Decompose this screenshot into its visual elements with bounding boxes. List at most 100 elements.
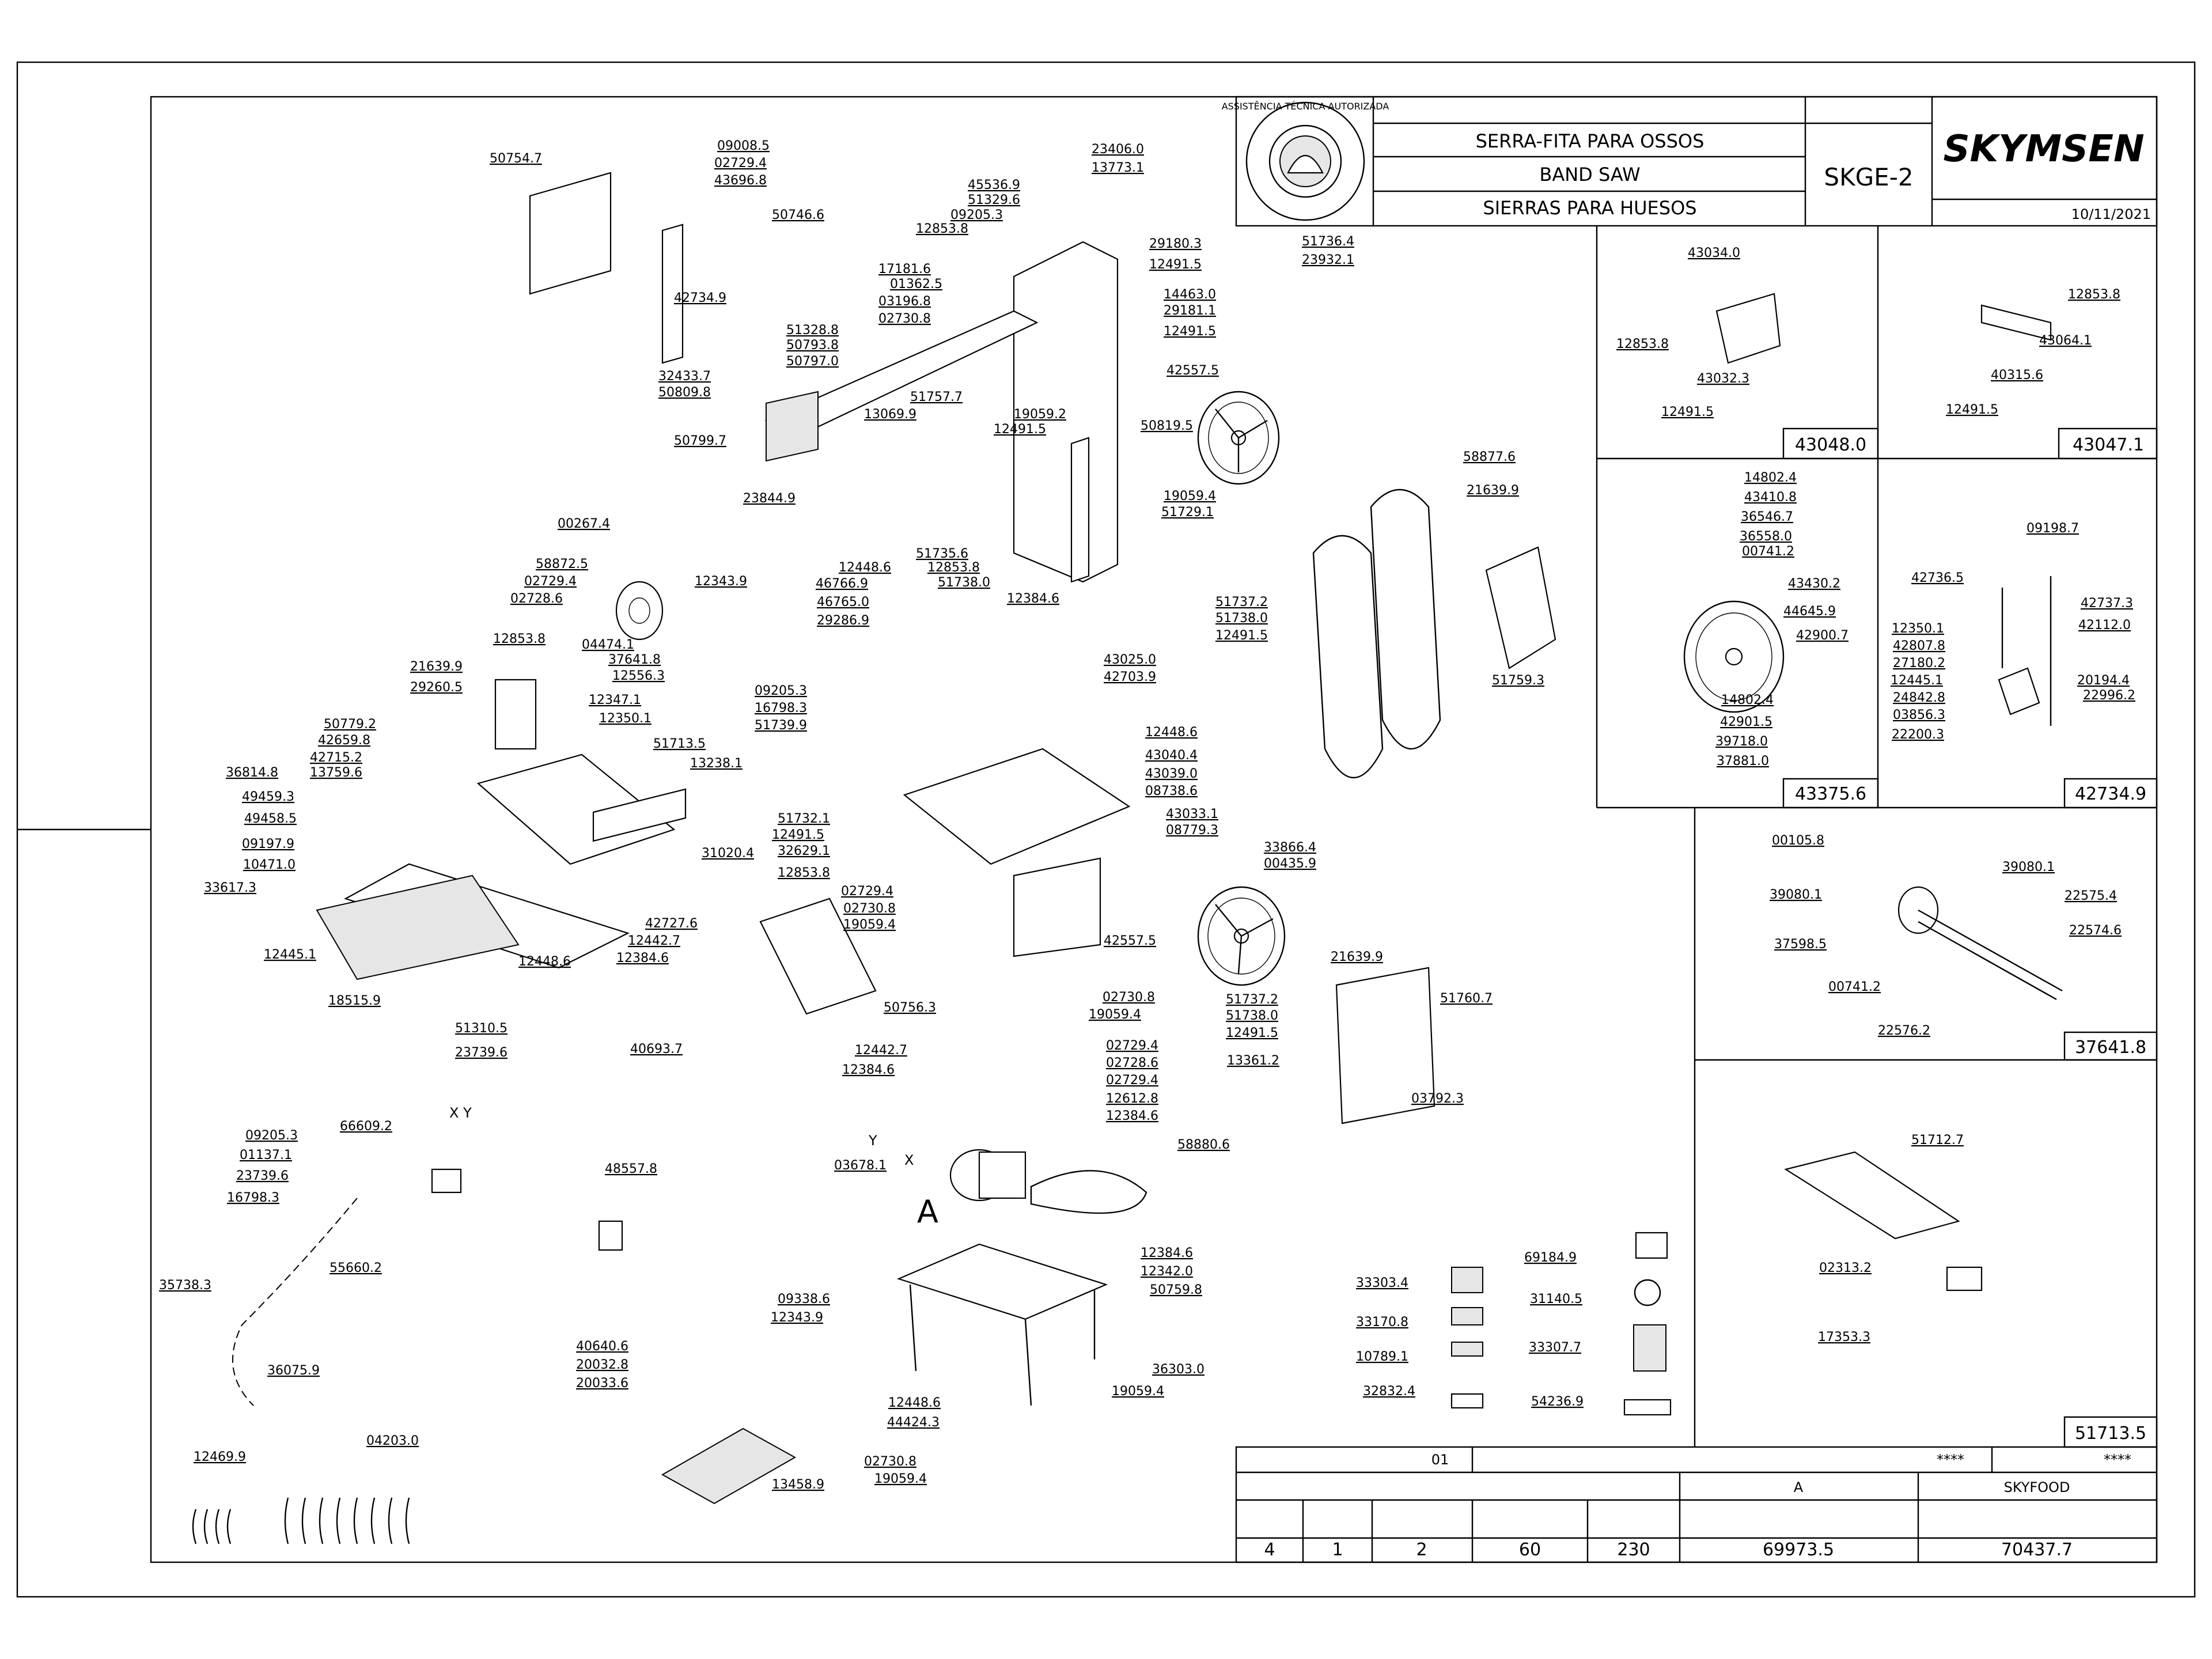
part-callout: 51738.0 [938,575,990,590]
part-callout: 33617.3 [204,881,256,895]
cover-51759 [1485,546,1556,669]
blade-1 [1312,535,1384,779]
title-pt: SERRA-FITA PARA OSSOS [1476,130,1705,152]
frame-column [1013,241,1119,583]
detail-part-callout: 24842.8 [1893,691,1945,705]
motor-assembly [949,1149,1027,1202]
part-callout: 43025.0 [1104,653,1156,667]
part-callout: 09008.5 [717,139,770,153]
part-callout: 51329.6 [968,193,1020,207]
part-callout: 12491.5 [1226,1026,1278,1040]
part-callout: 19059.4 [1164,489,1216,503]
part-callout: 36814.8 [226,766,278,780]
part-callout: 20032.8 [576,1358,628,1372]
part-callout: 42727.6 [645,916,698,931]
spec-cell-5: 230 [1617,1540,1650,1560]
part-callout: 02730.8 [864,1455,916,1469]
part-callout: 16798.3 [755,701,807,715]
part-callout: 54236.9 [1531,1395,1584,1409]
callout-layer: 50754.709008.502729.443696.850746.645536… [159,139,1584,1492]
part-callout: 12442.7 [628,934,680,948]
rev-mask-1: **** [1937,1452,1964,1468]
detail-51713-fence [1784,1151,1960,1240]
panel-50754 [529,172,612,295]
marker-xy: X Y [449,1105,472,1121]
part-callout: 12384.6 [1106,1109,1158,1123]
part-callout: 21639.9 [1331,950,1383,964]
part-callout: 45536.9 [968,178,1020,192]
part-callout: 51737.2 [1215,595,1268,609]
part-callout: 46765.0 [817,595,869,609]
part-callout: 19059.4 [1089,1007,1141,1022]
detail-part-callout: 12350.1 [1892,622,1944,636]
part-callout: 23932.1 [1302,253,1354,267]
detail-part-callout: 14802.4 [1744,471,1797,485]
part-callout: 12442.7 [855,1043,907,1058]
part-callout: 04203.0 [366,1434,419,1448]
marker-view-a: A [917,1194,938,1230]
part-callout: 50809.8 [658,385,711,400]
part-callout: 50759.8 [1150,1283,1202,1297]
detail-part-callout: 00105.8 [1772,834,1824,848]
marker-x: X [904,1152,914,1168]
part-callout: 12448.6 [888,1396,941,1410]
detail-part-callout: 43034.0 [1688,246,1740,260]
part-callout: 51310.5 [455,1021,507,1036]
drawing-border [150,96,2158,1563]
spec-cell-7: 70437.7 [2001,1540,2073,1560]
part-callout: 29180.3 [1149,237,1202,251]
title-en: BAND SAW [1539,164,1640,185]
part-callout: 50746.6 [772,208,824,222]
detail-part-callout: 22574.6 [2069,923,2122,938]
spec-cell-4: 60 [1519,1540,1541,1560]
part-callout: 20033.6 [576,1376,628,1391]
part-callout: 66609.2 [340,1119,392,1134]
part-callout: 08738.6 [1145,784,1198,798]
part-callout: 08779.3 [1166,823,1218,838]
detail-part-callout: 12853.8 [2068,287,2120,302]
detail-code-42734: 42734.9 [2075,784,2146,804]
part-callout: 51739.9 [755,718,807,733]
part-callout: 42715.2 [310,751,362,765]
detail-part-callout: 22575.4 [2065,889,2117,903]
part-callout: 04474.1 [582,638,634,652]
detail-part-callout: 00741.2 [1828,980,1881,994]
sticker-33307 [1633,1324,1666,1372]
part-callout: 40693.7 [630,1042,683,1056]
part-callout: 31020.4 [702,846,754,861]
part-callout: 18515.9 [328,994,381,1008]
part-callout: 02730.8 [878,312,931,326]
detail-part-callout: 12445.1 [1891,673,1943,688]
part-callout: 12384.6 [1141,1246,1193,1260]
part-callout: 13458.9 [772,1478,824,1492]
cover-50756 [759,897,877,1015]
part-callout: 12556.3 [612,669,665,683]
detail-43375-wheel [1683,600,1785,713]
switch-48557 [598,1220,623,1251]
part-callout: 12491.5 [1164,324,1216,339]
part-callout: 69184.9 [1524,1251,1577,1265]
part-callout: 12491.5 [1149,257,1202,272]
detail-part-callout: 12853.8 [1616,337,1669,351]
part-callout: 02730.8 [843,902,896,916]
contactor-66609 [431,1168,462,1194]
sticker-10789 [1451,1342,1483,1357]
sticker-32832 [1450,1393,1484,1409]
part-callout: 17181.6 [878,262,931,276]
ground-symbol-31140 [1634,1279,1661,1306]
part-callout: 49458.5 [244,812,297,826]
part-callout: 31140.5 [1530,1292,1582,1306]
detail-part-callout: 20194.4 [2077,673,2130,688]
part-callout: 36075.9 [267,1363,320,1378]
part-callout: 51328.8 [786,323,839,338]
detail-part-callout: 42900.7 [1796,628,1849,643]
part-callout: 19059.4 [843,918,896,932]
part-callout: 12491.5 [772,828,824,842]
part-callout: 02728.6 [510,592,563,606]
part-callout: 12350.1 [599,711,652,726]
part-callout: 32629.1 [778,844,830,858]
part-callout: 13759.6 [310,766,362,780]
lower-wheel [1197,886,1286,986]
detail-part-callout: 43032.3 [1697,372,1749,386]
